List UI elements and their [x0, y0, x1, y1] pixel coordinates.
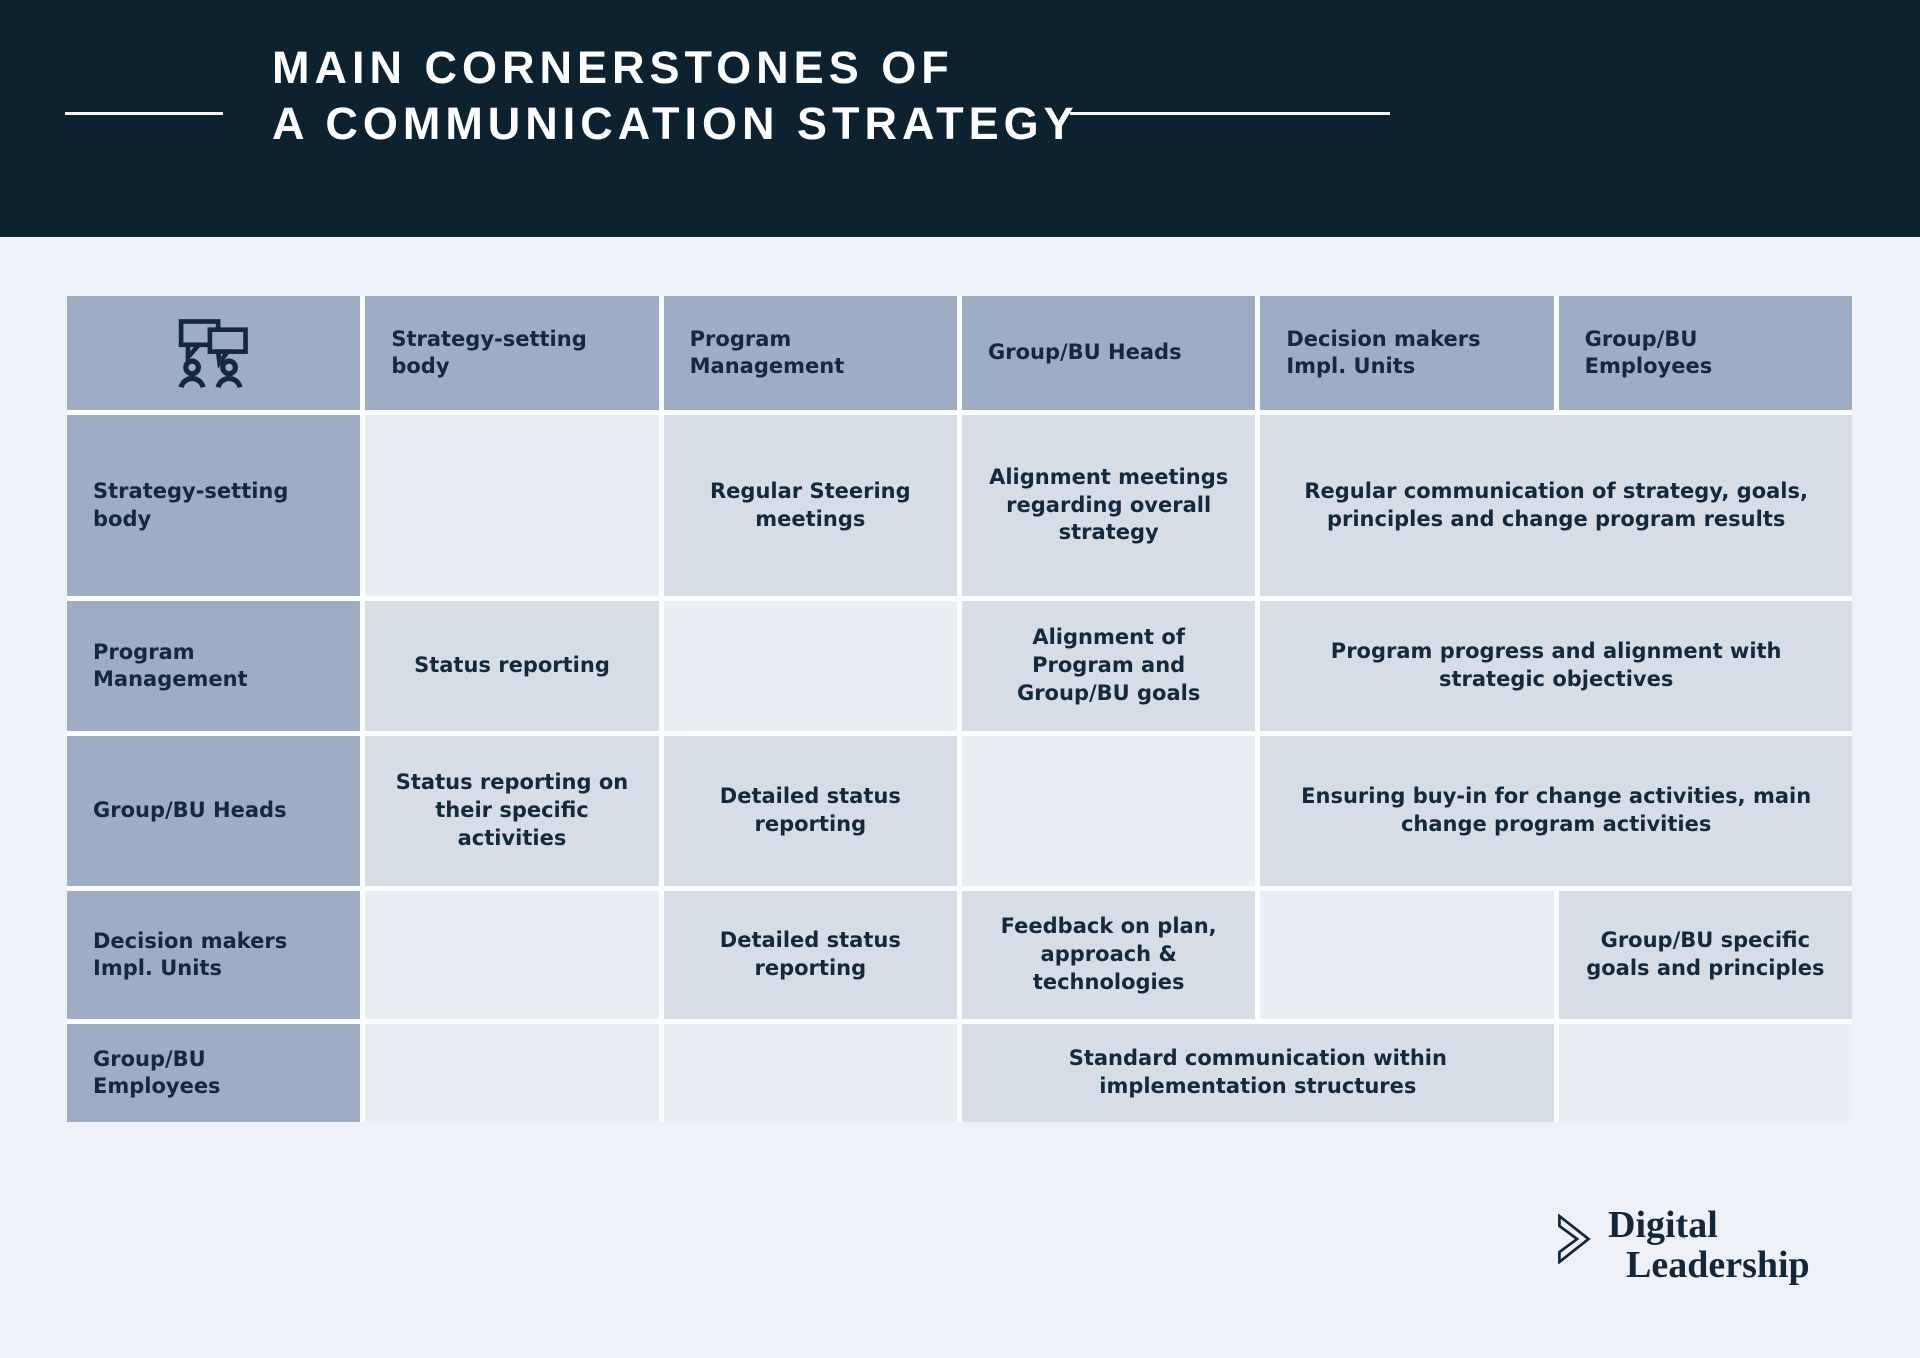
cell-r1-self-empty: [365, 415, 659, 596]
row-header-decision-makers-impl-units: Decision makers Impl. Units: [67, 891, 361, 1019]
cell-r1-program-management: Regular Steering meetings: [663, 415, 957, 596]
cell-r2-group-bu-heads: Alignment of Program and Group/BU goals: [962, 601, 1256, 731]
col-header-strategy-setting-body: Strategy-setting body: [365, 296, 659, 410]
cell-r1-group-bu-heads: Alignment meetings regarding overall str…: [962, 415, 1256, 596]
decorative-rule-left: [65, 112, 223, 115]
cell-r3-strategy-setting-body: Status reporting on their specific activ…: [365, 736, 659, 886]
chevron-icon: [1558, 1214, 1591, 1264]
page-title-line1: MAIN CORNERSTONES OF: [272, 42, 954, 93]
cell-r1-merged-right: Regular communication of strategy, goals…: [1260, 415, 1852, 596]
brand-logo-line1: Digital: [1608, 1204, 1718, 1246]
decorative-rule-right: [1070, 112, 1390, 115]
col-header-group-bu-heads: Group/BU Heads: [962, 296, 1256, 410]
cell-r4-strategy-setting-empty: [365, 891, 659, 1019]
brand-logo: Digital Leadership: [1556, 1204, 1810, 1286]
cell-r4-self-empty: [1260, 891, 1554, 1019]
cell-r5-strategy-setting-empty: [365, 1024, 659, 1122]
conversation-people-icon: [178, 319, 248, 389]
cell-r4-group-bu-heads: Feedback on plan, approach & technologie…: [962, 891, 1256, 1019]
col-header-decision-makers-impl-units: Decision makers Impl. Units: [1260, 296, 1554, 410]
cell-r3-program-management: Detailed status reporting: [663, 736, 957, 886]
cell-r3-self-empty: [962, 736, 1256, 886]
corner-icon-cell: [67, 296, 361, 410]
cell-r5-self-empty: [1558, 1024, 1852, 1122]
cell-r4-group-bu-employees: Group/BU specific goals and principles: [1558, 891, 1852, 1019]
col-header-group-bu-employees: Group/BU Employees: [1558, 296, 1852, 410]
col-header-program-management: Program Management: [663, 296, 957, 410]
cell-r3-merged-right: Ensuring buy-in for change activities, m…: [1260, 736, 1852, 886]
row-header-group-bu-heads: Group/BU Heads: [67, 736, 361, 886]
cell-r2-self-empty: [663, 601, 957, 731]
cell-r2-merged-right: Program progress and alignment with stra…: [1260, 601, 1852, 731]
cell-r5-program-management-empty: [663, 1024, 957, 1122]
brand-logo-text: Digital Leadership: [1608, 1204, 1810, 1286]
brand-logo-line2: Leadership: [1626, 1243, 1810, 1286]
page-title: MAIN CORNERSTONES OF A COMMUNICATION STR…: [272, 40, 1079, 152]
communication-matrix: Strategy-setting body Program Management…: [67, 296, 1852, 1122]
cell-r4-program-management: Detailed status reporting: [663, 891, 957, 1019]
page-title-line2: A COMMUNICATION STRATEGY: [272, 97, 1079, 149]
cell-r5-merged-center: Standard communication within implementa…: [962, 1024, 1554, 1122]
row-header-group-bu-employees: Group/BU Employees: [67, 1024, 361, 1122]
title-banner: MAIN CORNERSTONES OF A COMMUNICATION STR…: [0, 0, 1920, 237]
row-header-program-management: Program Management: [67, 601, 361, 731]
cell-r2-strategy-setting-body: Status reporting: [365, 601, 659, 731]
row-header-strategy-setting-body: Strategy-setting body: [67, 415, 361, 596]
